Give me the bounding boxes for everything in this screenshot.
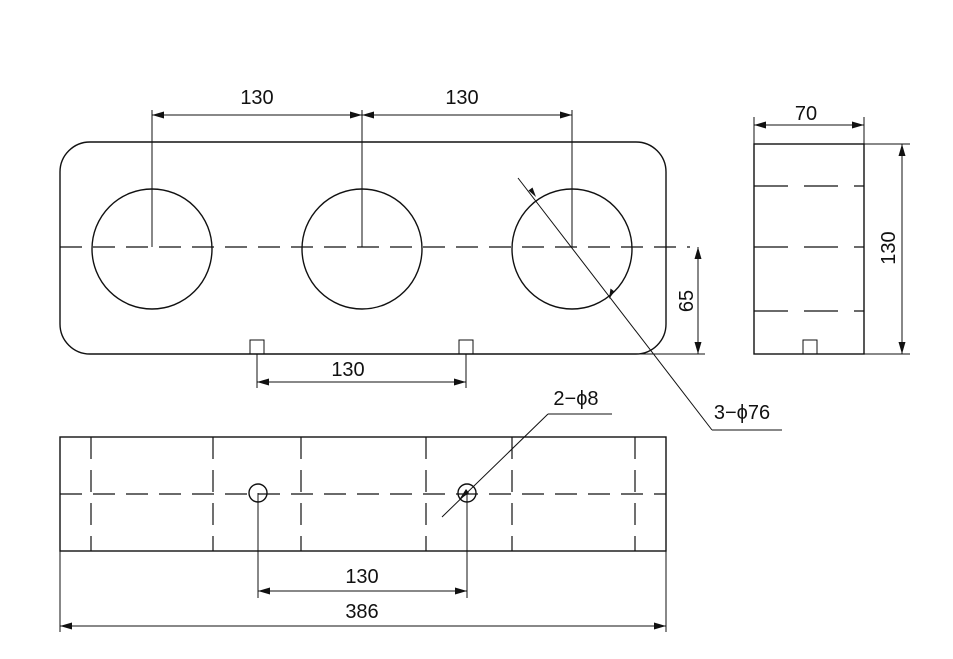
- side-view: 70 130: [753, 103, 910, 355]
- mount-lug-right: [458, 339, 474, 355]
- dim-text-center-height: 65: [676, 290, 698, 312]
- dim-text-small-hole: 2−ϕ8: [553, 388, 598, 410]
- side-mount-lug: [802, 339, 818, 355]
- leader-hole-diameter: 3−ϕ76: [517, 177, 782, 431]
- dim-text-overall-length: 386: [345, 601, 378, 623]
- dimension-mount-front: 130: [256, 354, 467, 388]
- dimension-top-spacing: 130 130: [152, 87, 572, 119]
- dimension-center-height: 65: [630, 247, 705, 355]
- dim-text-side-height: 130: [878, 231, 900, 264]
- dim-text-side-width: 70: [795, 103, 817, 125]
- dimension-mount-bottom: 130: [258, 566, 467, 595]
- mount-lug-left: [249, 339, 265, 355]
- dim-text-mount-front: 130: [331, 359, 364, 381]
- dim-text-hole-callout: 3−ϕ76: [714, 402, 770, 424]
- front-body-outline: [59, 141, 667, 355]
- bottom-view: [59, 436, 667, 598]
- leader-small-hole: 2−ϕ8: [441, 388, 612, 518]
- dim-text-mount-bottom: 130: [345, 566, 378, 588]
- side-body-outline: [753, 143, 865, 355]
- dimension-overall-length: 386: [59, 551, 667, 632]
- dim-text-top-left: 130: [240, 87, 273, 109]
- dim-text-top-right: 130: [445, 87, 478, 109]
- front-view: [59, 110, 690, 355]
